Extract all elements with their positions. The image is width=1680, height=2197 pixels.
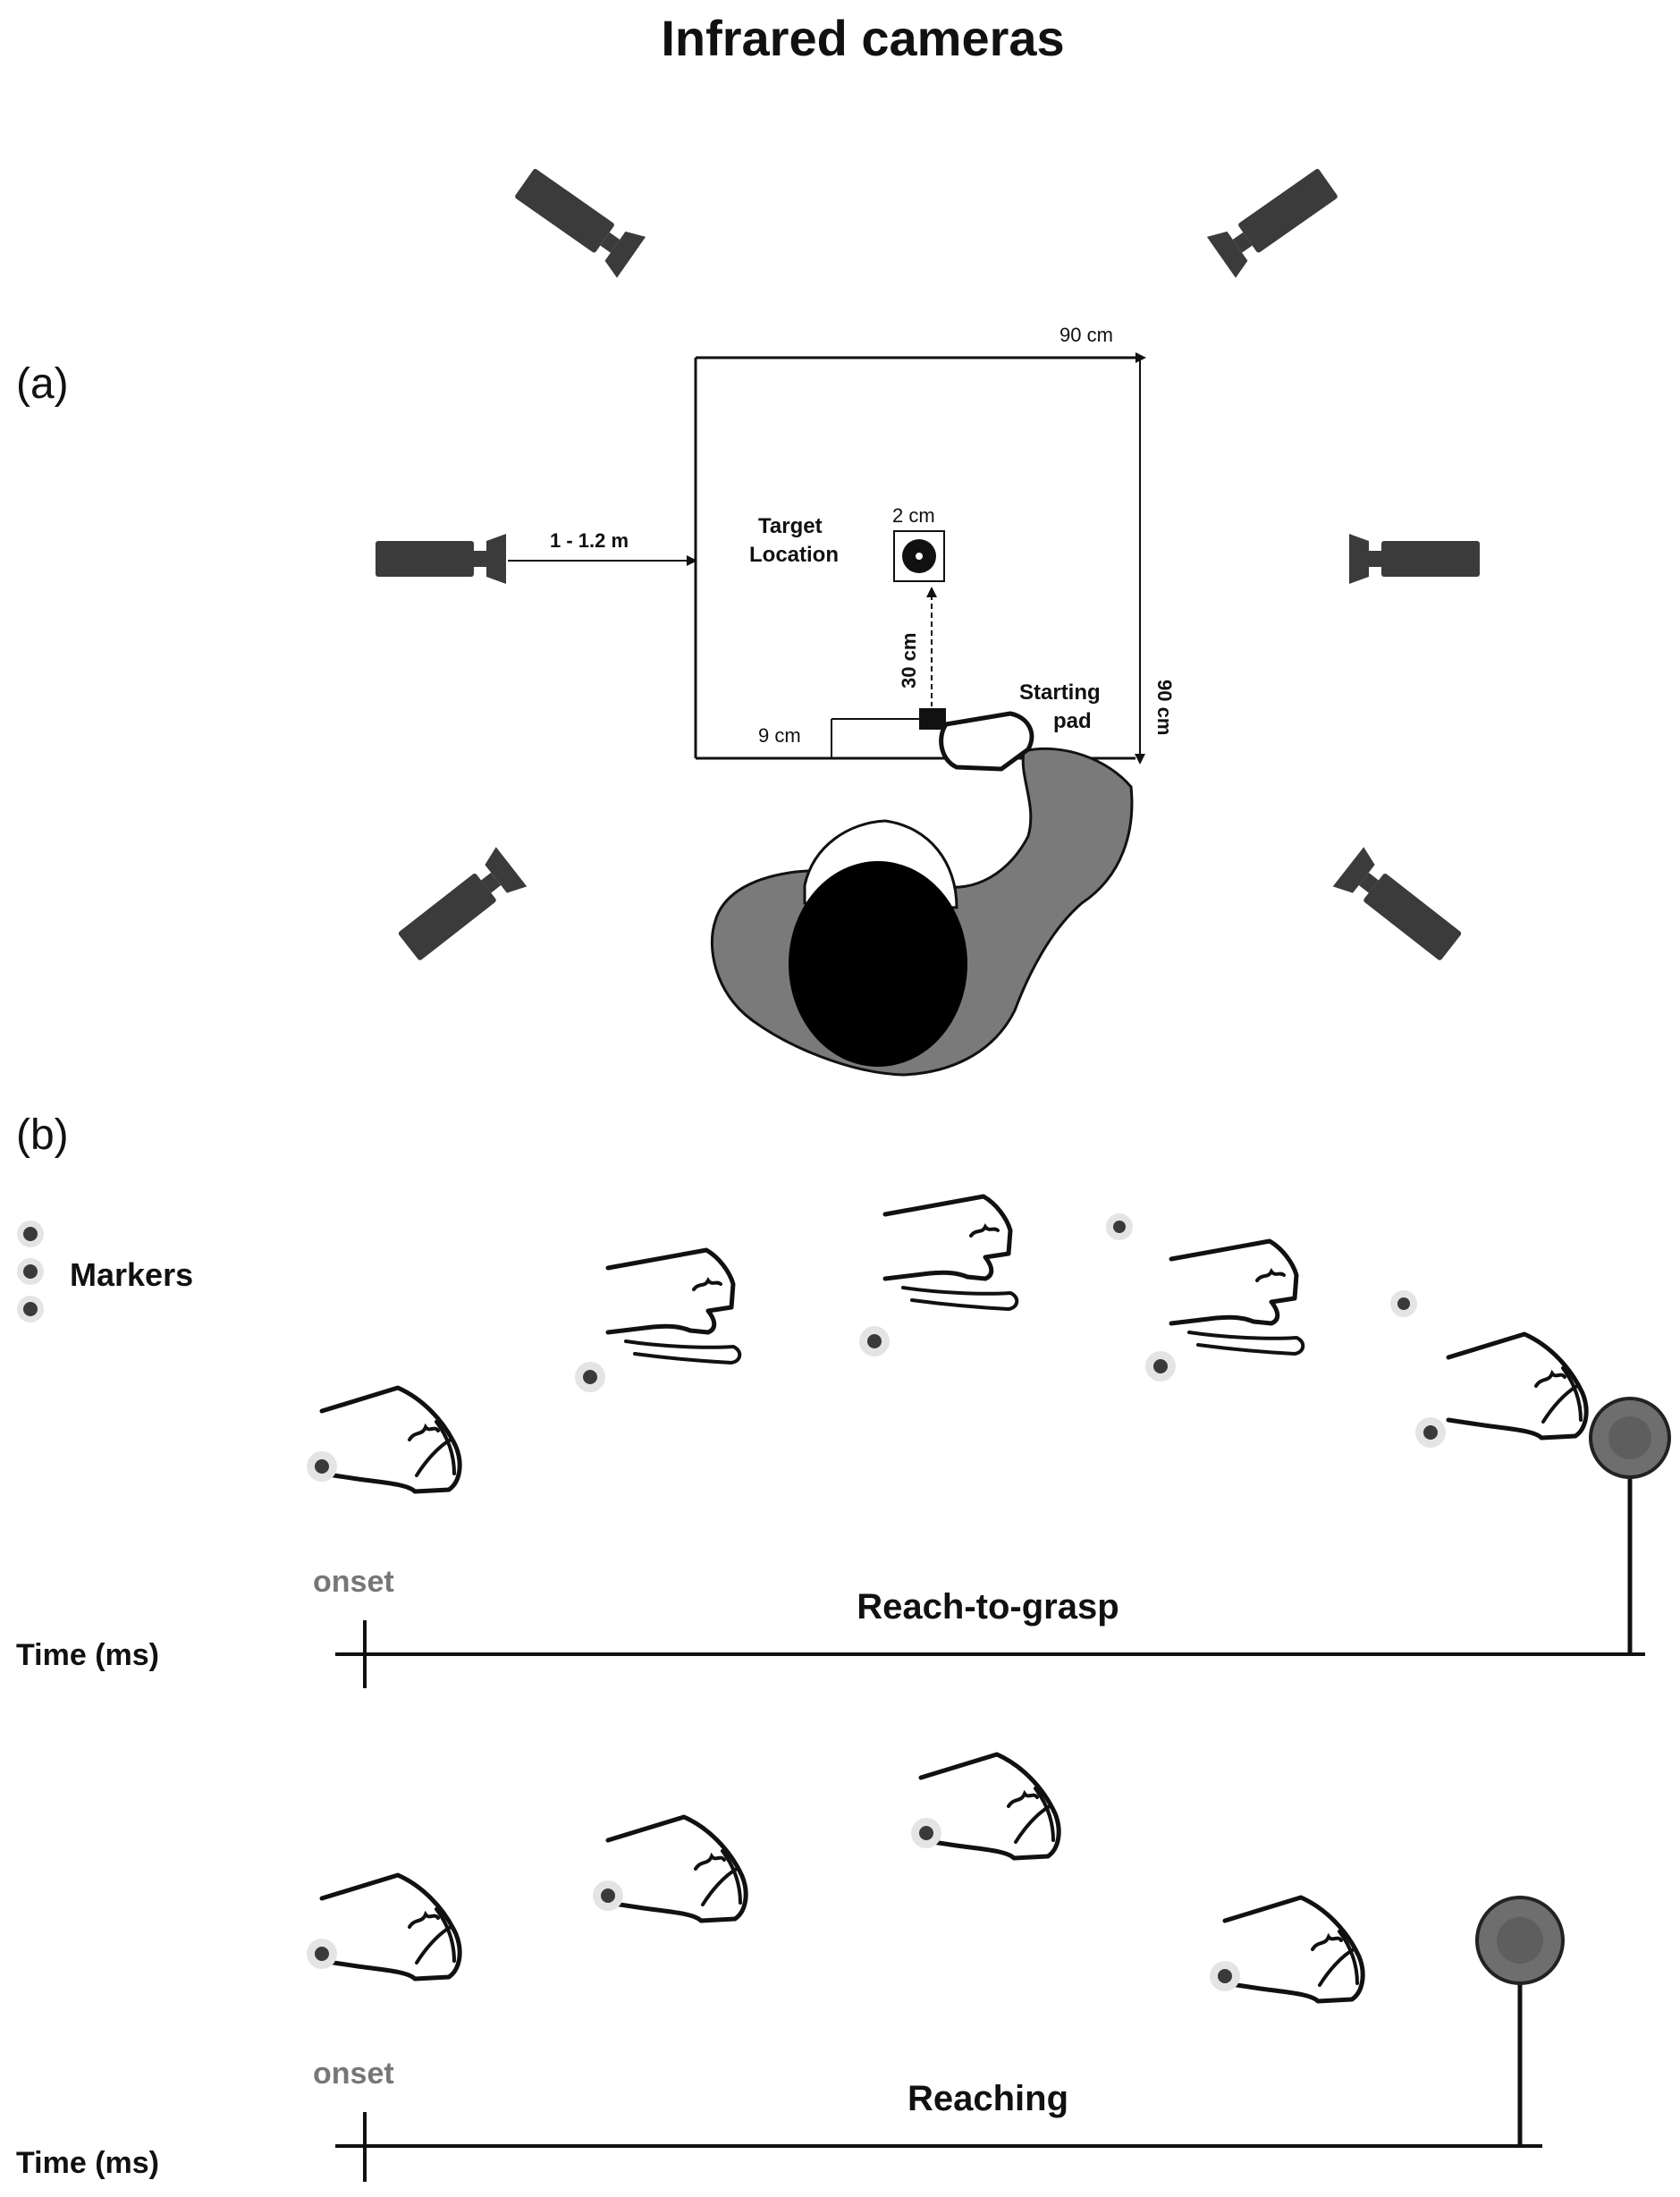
camera-icon-mid-right	[1349, 534, 1480, 584]
reach-to-grasp-onset-label: onset	[313, 1565, 394, 1599]
reach-to-grasp-time-axis	[335, 1620, 1645, 1688]
starting-pad	[919, 708, 946, 730]
target-label-line2: Location	[749, 543, 839, 567]
panel-a-label: (a)	[16, 360, 69, 408]
markers-legend-label: Markers	[70, 1256, 193, 1293]
reach-to-grasp-hand-sequence	[322, 1196, 1586, 1491]
camera-icon-mid-left	[376, 534, 506, 584]
pad-offset-label: 9 cm	[758, 724, 801, 747]
target-location-box	[893, 530, 945, 582]
table-depth-label: 90 cm	[1153, 680, 1176, 735]
reaching-onset-label: onset	[313, 2057, 394, 2091]
participant-illustration	[710, 711, 1134, 1077]
reach-to-grasp-markers	[307, 1213, 1446, 1482]
reaching-hand-sequence	[322, 1754, 1363, 2001]
reaching-condition-label: Reaching	[908, 2079, 1068, 2118]
table-width-label: 90 cm	[1059, 324, 1113, 346]
target-label-line1: Target	[758, 514, 823, 538]
reach-to-grasp-condition-label: Reach-to-grasp	[857, 1587, 1119, 1627]
reaching-time-axis-label: Time (ms)	[16, 2146, 159, 2180]
pad-label-line2: pad	[1053, 709, 1092, 733]
reach-to-grasp-time-axis-label: Time (ms)	[16, 1638, 159, 1672]
camera-icon-top-left	[510, 162, 646, 278]
panel-b-label: (b)	[16, 1111, 69, 1159]
camera-icon-bottom-left	[393, 847, 528, 968]
reaching-target-ball	[1475, 1896, 1565, 2146]
target-size-label: 2 cm	[892, 504, 935, 527]
pad-label-line1: Starting	[1019, 680, 1101, 705]
camera-distance-label: 1 - 1.2 m	[550, 529, 629, 552]
reach-distance-label: 30 cm	[898, 633, 920, 689]
figure-title: Infrared cameras	[661, 10, 1064, 66]
reaching-time-axis	[335, 2112, 1542, 2182]
reaching-markers	[307, 1818, 1240, 1991]
pad-offset-dimension	[696, 718, 919, 759]
reach-distance-arrow	[926, 587, 937, 706]
camera-icon-top-right	[1206, 162, 1343, 278]
camera-distance-arrow	[508, 555, 697, 566]
markers-legend	[17, 1221, 44, 1322]
camera-icon-bottom-right	[1332, 847, 1467, 968]
reach-to-grasp-target-ball	[1589, 1397, 1671, 1654]
